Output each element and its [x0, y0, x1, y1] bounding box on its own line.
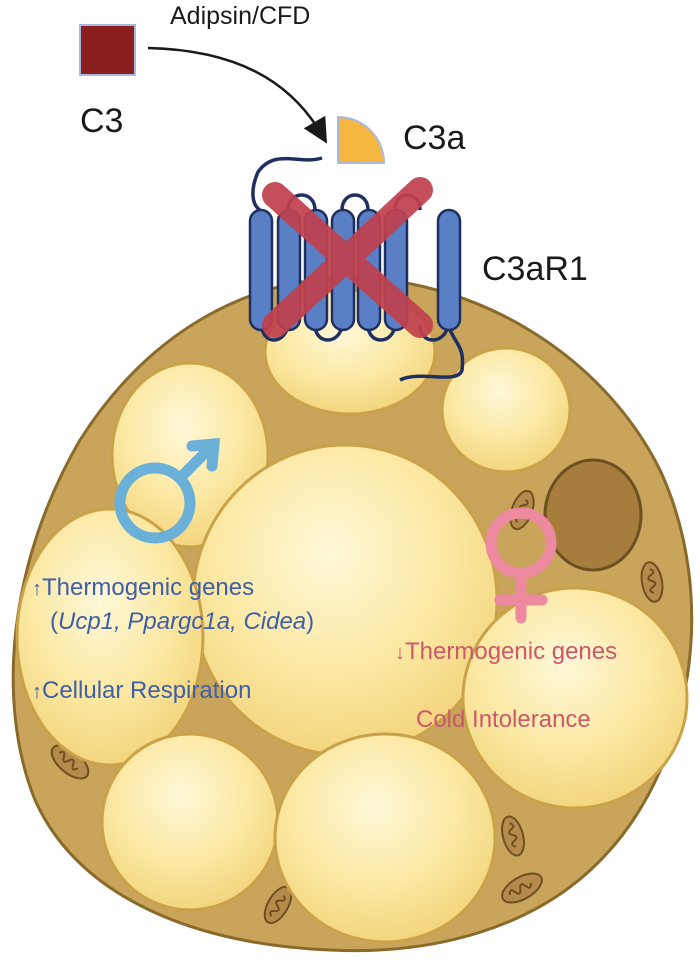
- up-arrow-icon: ↑: [32, 578, 42, 600]
- male-thermogenic-line: ↑Thermogenic genes: [32, 576, 254, 600]
- helix-1: [248, 208, 274, 332]
- male-gene-list: Ucp1, Ppargc1a, Cidea: [58, 608, 307, 635]
- female-symbol: [485, 507, 557, 624]
- c3a-label: C3a: [403, 119, 466, 157]
- helix-7: [436, 208, 462, 332]
- enzyme-label: Adipsin/CFD: [170, 2, 311, 30]
- lipid-droplet: [273, 732, 497, 944]
- male-respiration-line: ↑Cellular Respiration: [32, 679, 251, 703]
- down-arrow-icon: ↓: [395, 642, 405, 664]
- lipid-droplet: [461, 586, 689, 810]
- c3-protein: [79, 24, 136, 76]
- female-thermogenic-text: Thermogenic genes: [405, 638, 618, 665]
- male-thermogenic-text: Thermogenic genes: [42, 574, 255, 601]
- lipid-droplet: [15, 507, 205, 767]
- c3-label: C3: [80, 102, 124, 140]
- lipid-droplet: [440, 346, 572, 474]
- c3a-fragment: [337, 115, 386, 164]
- female-thermogenic-line: ↓Thermogenic genes: [395, 640, 617, 664]
- mitochondrion: [501, 872, 543, 904]
- male-respiration-text: Cellular Respiration: [42, 677, 252, 704]
- receptor-label: C3aR1: [482, 250, 588, 288]
- lipid-droplet: [100, 732, 280, 912]
- mitochondrion: [501, 815, 525, 857]
- male-symbol: [114, 437, 221, 544]
- nucleus: [543, 458, 643, 572]
- paren-close: ): [306, 608, 315, 635]
- knockout-cross: [262, 177, 433, 338]
- male-genes-line: (Ucp1, Ppargc1a, Cidea): [50, 610, 314, 634]
- female-cold-line: Cold Intolerance: [416, 706, 591, 733]
- mitochondrion: [640, 561, 664, 603]
- paren-open: (: [50, 608, 58, 635]
- up-arrow-icon: ↑: [32, 681, 42, 703]
- cleavage-arrow: [147, 46, 328, 144]
